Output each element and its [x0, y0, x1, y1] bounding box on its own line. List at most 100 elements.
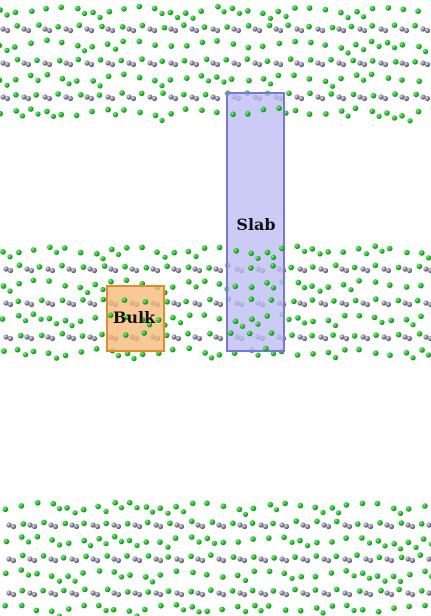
gray-atom	[49, 301, 56, 308]
green-atom	[348, 287, 354, 293]
green-atom	[216, 281, 223, 287]
green-atom	[236, 10, 243, 16]
green-atom	[340, 249, 347, 255]
bulk-green-atom	[155, 317, 162, 323]
slab-green-atom	[279, 245, 285, 252]
green-atom	[29, 8, 35, 14]
green-atom	[371, 314, 378, 321]
gray-atom	[130, 61, 137, 68]
green-atom	[286, 316, 292, 322]
green-atom	[398, 554, 405, 561]
green-atom	[295, 315, 301, 321]
gray-atom	[340, 27, 347, 34]
green-atom	[80, 570, 86, 576]
green-atom	[185, 264, 192, 271]
gray-atom	[178, 557, 185, 564]
green-atom	[342, 347, 348, 353]
green-atom	[2, 506, 9, 513]
gray-atom	[403, 27, 410, 34]
green-atom	[398, 520, 405, 526]
green-atom	[286, 90, 292, 97]
green-atom	[93, 346, 100, 352]
green-atom	[19, 113, 26, 119]
gray-atom	[315, 60, 321, 66]
bulk-green-atom	[142, 299, 149, 305]
gray-atom	[171, 334, 177, 340]
green-atom	[48, 573, 55, 579]
green-atom	[105, 73, 112, 80]
gray-atom	[427, 301, 431, 308]
slab-label: Slab	[236, 215, 275, 234]
green-atom	[124, 520, 131, 527]
green-atom	[0, 316, 6, 322]
green-atom	[36, 22, 42, 28]
green-atom	[123, 277, 130, 284]
green-atom	[92, 281, 98, 288]
green-atom	[14, 56, 21, 63]
green-atom	[198, 8, 204, 14]
green-atom	[105, 106, 111, 113]
green-atom	[118, 574, 125, 580]
bulk-green-atom	[123, 332, 129, 338]
green-atom	[139, 351, 146, 358]
gray-atom	[48, 556, 54, 562]
green-atom	[245, 22, 252, 29]
green-atom	[3, 538, 10, 545]
green-atom	[235, 539, 241, 545]
green-atom	[28, 40, 34, 46]
green-atom	[283, 13, 289, 19]
gray-atom	[87, 300, 93, 306]
green-atom	[53, 355, 60, 361]
gray-atom	[321, 556, 327, 562]
green-atom	[291, 298, 297, 305]
green-atom	[366, 575, 373, 581]
gray-atom	[178, 591, 185, 598]
green-atom	[97, 14, 103, 20]
gray-atom	[409, 591, 416, 598]
green-atom	[329, 24, 336, 31]
green-atom	[115, 251, 122, 257]
gray-atom	[343, 267, 350, 274]
green-atom	[173, 503, 179, 510]
green-atom	[301, 248, 308, 254]
gray-atom	[220, 557, 227, 564]
green-atom	[80, 506, 87, 513]
green-atom	[328, 56, 334, 63]
gray-atom	[90, 522, 96, 528]
green-atom	[395, 264, 402, 271]
gray-atom	[384, 590, 390, 596]
green-atom	[181, 57, 188, 64]
gray-atom	[28, 301, 35, 308]
green-atom	[308, 39, 314, 46]
green-atom	[187, 312, 193, 319]
green-atom	[96, 535, 102, 542]
green-atom	[109, 246, 115, 253]
gray-atom	[87, 334, 93, 340]
green-atom	[56, 542, 63, 548]
gray-atom	[213, 266, 219, 272]
green-atom	[219, 606, 225, 613]
green-atom	[160, 90, 166, 96]
green-atom	[405, 539, 412, 546]
gray-atom	[0, 94, 6, 100]
gray-atom	[364, 301, 371, 308]
green-atom	[122, 263, 128, 270]
green-atom	[16, 280, 22, 287]
green-atom	[354, 8, 360, 15]
green-atom	[94, 250, 100, 257]
gray-atom	[360, 300, 366, 306]
green-atom	[204, 608, 210, 615]
gray-atom	[132, 556, 138, 562]
gray-atom	[171, 300, 177, 306]
green-atom	[30, 348, 37, 355]
gray-atom	[174, 556, 180, 562]
slab-green-atom	[270, 285, 277, 291]
gray-atom	[192, 266, 198, 272]
gray-atom	[91, 267, 98, 274]
green-atom	[35, 77, 41, 83]
green-atom	[287, 56, 294, 62]
green-atom	[330, 332, 336, 338]
green-atom	[183, 298, 189, 305]
green-atom	[359, 535, 365, 541]
green-atom	[378, 587, 384, 594]
